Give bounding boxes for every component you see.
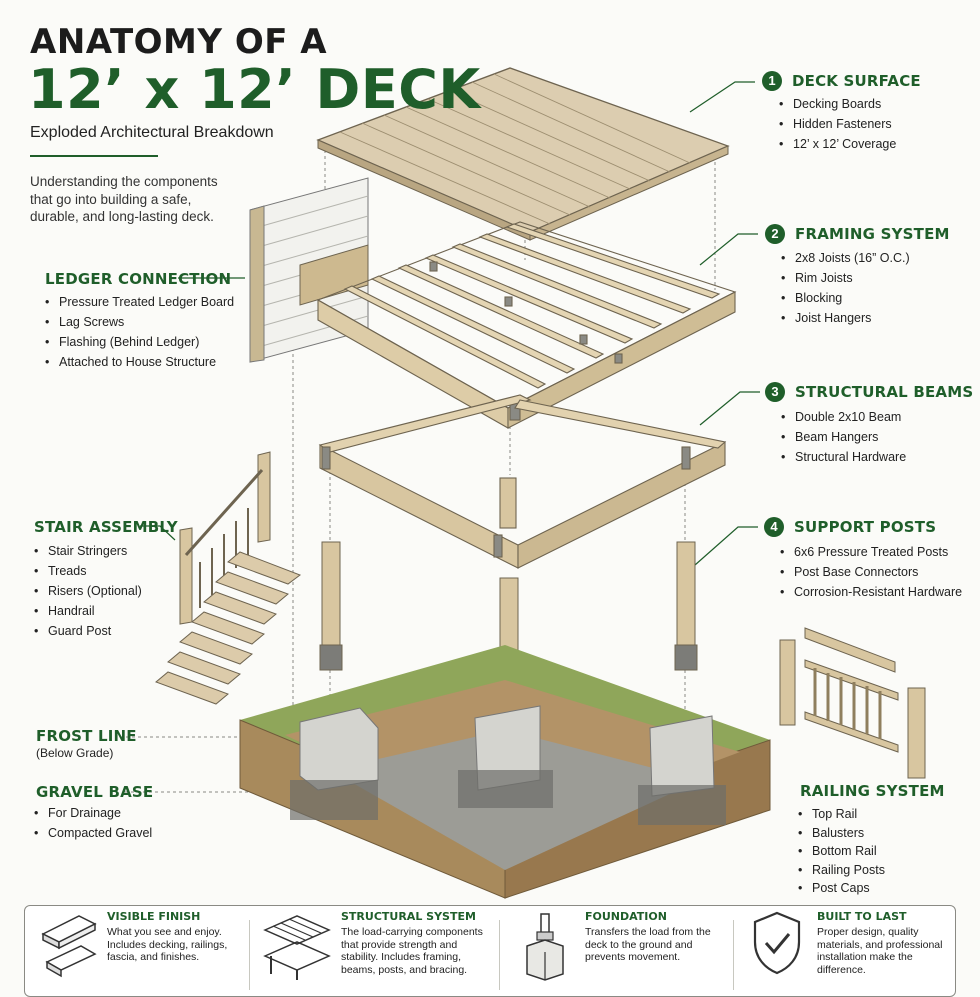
structural-beams-list: Double 2x10 Beam Beam Hangers Structural…: [781, 409, 971, 469]
list-item: Balusters: [798, 825, 958, 842]
list-item: Railing Posts: [798, 862, 958, 879]
footer-divider: [733, 920, 734, 990]
list-item: Top Rail: [798, 806, 958, 823]
structural-beams-heading: STRUCTURAL BEAMS: [795, 383, 974, 401]
railing-drawing: [779, 627, 926, 779]
decking-boards-icon: [41, 915, 97, 978]
list-item: Post Base Connectors: [780, 564, 970, 581]
list-item: Flashing (Behind Ledger): [45, 334, 235, 351]
footer-title-visible-finish: VISIBLE FINISH: [107, 910, 201, 923]
frost-line-heading: FROST LINE: [36, 727, 137, 745]
list-item: Guard Post: [34, 623, 184, 640]
footer-title-foundation: FOUNDATION: [585, 910, 667, 923]
list-item: Pressure Treated Ledger Board: [45, 294, 235, 311]
stair-assembly-list: Stair Stringers Treads Risers (Optional)…: [34, 543, 184, 643]
list-item: Handrail: [34, 603, 184, 620]
stair-assembly-heading: STAIR ASSEMBLY: [34, 518, 178, 536]
framing-system-heading: FRAMING SYSTEM: [795, 225, 950, 243]
stairs-drawing: [155, 451, 302, 705]
deck-surface-drawing: [316, 67, 730, 241]
railing-system-list: Top Rail Balusters Bottom Rail Railing P…: [798, 806, 958, 899]
footer-divider: [499, 920, 500, 990]
list-item: Hidden Fasteners: [779, 116, 969, 133]
title-rule: [30, 155, 158, 157]
gravel-base-list: For Drainage Compacted Gravel: [34, 805, 194, 845]
section-number-4: 4: [764, 517, 784, 537]
support-posts-list: 6x6 Pressure Treated Posts Post Base Con…: [780, 544, 970, 604]
deck-surface-heading: DECK SURFACE: [792, 72, 921, 90]
framing-drawing: [316, 221, 737, 429]
title-line-1: ANATOMY OF A: [30, 22, 328, 62]
footer-title-built-to-last: BUILT TO LAST: [817, 910, 907, 923]
list-item: Treads: [34, 563, 184, 580]
list-item: Blocking: [781, 290, 971, 307]
footer-divider: [249, 920, 250, 990]
deck-surface-list: Decking Boards Hidden Fasteners 12’ x 12…: [779, 96, 969, 156]
foundation-icon: [526, 913, 564, 981]
shield-check-icon: [753, 911, 801, 975]
list-item: Bottom Rail: [798, 843, 958, 860]
section-number-3: 3: [765, 382, 785, 402]
framing-icon: [263, 915, 331, 980]
list-item: Rim Joists: [781, 270, 971, 287]
list-item: Lag Screws: [45, 314, 235, 331]
list-item: 12’ x 12’ Coverage: [779, 136, 969, 153]
title-line-2: 12’ x 12’ DECK: [28, 58, 481, 121]
list-item: Beam Hangers: [781, 429, 971, 446]
footer-title-structural-system: STRUCTURAL SYSTEM: [341, 910, 476, 923]
list-item: Risers (Optional): [34, 583, 184, 600]
list-item: Compacted Gravel: [34, 825, 194, 842]
footer-panel: VISIBLE FINISH What you see and enjoy. I…: [24, 905, 956, 997]
gravel-base-heading: GRAVEL BASE: [36, 783, 154, 801]
list-item: Stair Stringers: [34, 543, 184, 560]
subtitle: Exploded Architectural Breakdown: [30, 124, 274, 141]
ground-cutaway: [239, 645, 771, 899]
footer-text-structural-system: The load-carrying components that provid…: [341, 926, 483, 976]
list-item: Structural Hardware: [781, 449, 971, 466]
list-item: 6x6 Pressure Treated Posts: [780, 544, 970, 561]
list-item: Corrosion-Resistant Hardware: [780, 584, 970, 601]
footer-text-foundation: Transfers the load from the deck to the …: [585, 926, 711, 963]
section-number-1: 1: [762, 71, 782, 91]
support-posts-heading: SUPPORT POSTS: [794, 518, 937, 536]
list-item: For Drainage: [34, 805, 194, 822]
beams-drawing: [318, 394, 727, 569]
list-item: Double 2x10 Beam: [781, 409, 971, 426]
footer-text-visible-finish: What you see and enjoy. Includes decking…: [107, 926, 228, 963]
footer-text-built-to-last: Proper design, quality materials, and pr…: [817, 926, 943, 976]
list-item: Decking Boards: [779, 96, 969, 113]
frost-line-note: (Below Grade): [36, 746, 114, 760]
ledger-connection-heading: LEDGER CONNECTION: [45, 270, 232, 288]
section-number-2: 2: [765, 224, 785, 244]
list-item: 2x8 Joists (16” O.C.): [781, 250, 971, 267]
list-item: Post Caps: [798, 880, 958, 897]
ledger-connection-list: Pressure Treated Ledger Board Lag Screws…: [45, 294, 235, 374]
leader-lines: [140, 81, 760, 566]
list-item: Attached to House Structure: [45, 354, 235, 371]
intro-text: Understanding the components that go int…: [30, 174, 218, 224]
railing-system-heading: RAILING SYSTEM: [800, 782, 945, 800]
list-item: Joist Hangers: [781, 310, 971, 327]
framing-system-list: 2x8 Joists (16” O.C.) Rim Joists Blockin…: [781, 250, 971, 330]
